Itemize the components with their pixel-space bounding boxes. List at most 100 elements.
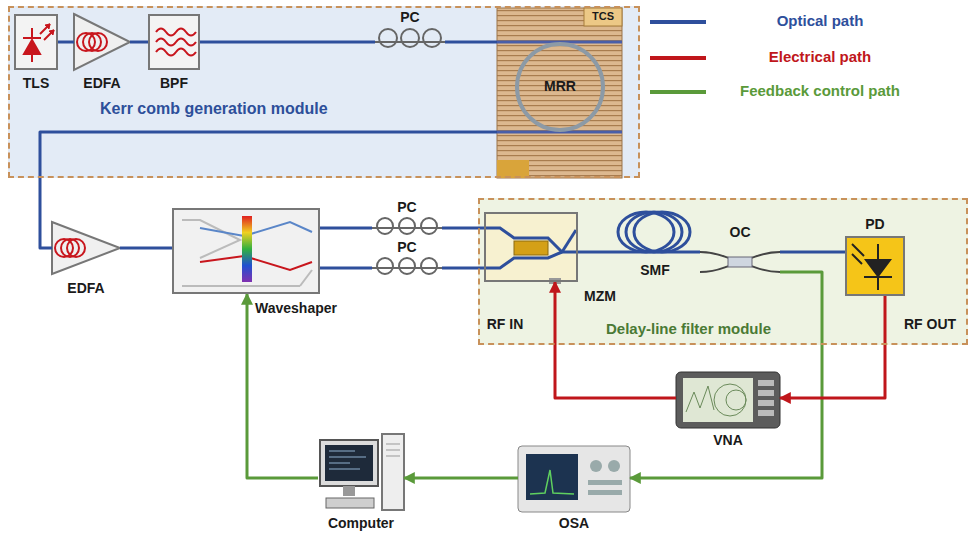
tower-slots (386, 444, 400, 456)
component-label: PC (397, 239, 416, 255)
component-label: PC (400, 9, 419, 25)
polarization-controller: PC (372, 256, 442, 278)
component-label: Computer (328, 515, 394, 531)
vna-keys (758, 380, 774, 416)
region-ground (478, 198, 968, 345)
coupler-body (728, 257, 752, 267)
optical-coupler: OC (700, 244, 780, 282)
monitor-screen (325, 445, 373, 481)
polarization-loops (375, 29, 445, 47)
microring: MRR (515, 42, 605, 132)
electrical-cable (555, 282, 676, 398)
optical-fiber (445, 41, 497, 44)
component-label: MZM (584, 288, 616, 304)
modulator-arms (486, 228, 576, 268)
module-region: TLS EDFA BPF PC MRR TCS Kerr comb generation m… (8, 6, 640, 178)
coupler-symbol (700, 252, 780, 272)
feedback-line (630, 272, 822, 478)
modulator: MZM (484, 212, 578, 282)
polarization-loops (372, 218, 442, 274)
component-label: EDFA (83, 75, 120, 91)
optical-fiber (690, 251, 700, 254)
keyboard (326, 498, 374, 508)
optical-fiber (58, 41, 74, 44)
pc-tower (382, 434, 404, 510)
legend-text: Feedback control path (700, 82, 940, 99)
fiber-spool: SMF (615, 210, 690, 258)
region-ground (8, 6, 640, 178)
amplifier: EDFA (74, 14, 130, 70)
osa-screen (526, 454, 578, 500)
legend-text: Optical path (700, 12, 940, 29)
component-label: BPF (160, 75, 188, 91)
legend-text: Electrical path (700, 48, 940, 65)
photodetector: PD (845, 236, 905, 296)
vna-device (676, 372, 780, 428)
module-title: Kerr comb generation module (100, 100, 328, 118)
optical-fiber (578, 251, 615, 254)
component-label: MRR (544, 78, 576, 94)
component-label: PD (865, 216, 884, 232)
component-label: VNA (713, 432, 743, 448)
tcs-tag (584, 8, 622, 26)
dispersion-bar (242, 216, 252, 282)
module-title: Delay-line filter module (606, 320, 771, 337)
legend-line (650, 56, 706, 60)
amplifier: EDFA (52, 222, 120, 274)
monitor-stand (343, 486, 355, 496)
component-label: SMF (640, 262, 670, 278)
laser-source: TLS (14, 14, 58, 70)
osa-trace (530, 470, 574, 494)
waveshaper: Waveshaper (172, 208, 320, 294)
electrical-cable (780, 296, 885, 398)
optical-fiber (780, 251, 845, 254)
component-label: OC (730, 224, 751, 240)
waveshaper-box (172, 208, 320, 294)
module-region: MZM SMF OC PD Delay-line filter module (478, 198, 968, 345)
legend-line (650, 20, 706, 24)
chip-tab (497, 160, 529, 178)
component-label: PC (397, 199, 416, 215)
component-label: TLS (23, 75, 49, 91)
port-label: RF OUT (904, 316, 956, 332)
polarization-controller: PC (372, 216, 442, 238)
osa-knobs (588, 460, 622, 495)
optical-fiber (130, 41, 148, 44)
spectrum-analyzer: OSA (518, 446, 630, 512)
tec-chip (497, 8, 622, 178)
component-label: Waveshaper (255, 300, 337, 316)
modulator-box (484, 212, 578, 282)
screen-lines (329, 451, 366, 469)
fiber-spool (615, 212, 690, 252)
filter-symbol (156, 29, 196, 56)
tec-stage: MRR TCS (497, 8, 622, 178)
coil-symbol (77, 33, 107, 51)
feedback-line (404, 477, 518, 480)
legend-line (650, 90, 706, 94)
coil-symbol (55, 239, 85, 257)
optical-fiber (120, 247, 172, 250)
filter-box (148, 14, 200, 70)
amplifier-triangle (74, 14, 130, 70)
optical-fiber (320, 267, 372, 270)
monitor (320, 440, 378, 486)
component-label: EDFA (67, 280, 104, 296)
electrode (514, 241, 548, 255)
computer: Computer (318, 434, 404, 512)
bandpass-filter: BPF (148, 14, 200, 70)
photodiode-symbol (852, 244, 892, 290)
optical-fiber (40, 132, 497, 248)
amplifier-triangle (52, 222, 120, 274)
polarization-controller: PC (375, 27, 445, 53)
component-label: OSA (559, 515, 589, 531)
laser-diode-symbol (23, 24, 54, 62)
feedback-line (247, 294, 318, 478)
component-label: TCS (592, 10, 614, 23)
port-label: RF IN (487, 316, 524, 332)
vna-screen (683, 378, 753, 422)
photodetector-box (845, 236, 905, 296)
vna-plot (686, 384, 746, 416)
optical-fiber (320, 227, 372, 230)
network-analyzer: VNA (676, 372, 780, 428)
optical-fiber (200, 41, 375, 44)
